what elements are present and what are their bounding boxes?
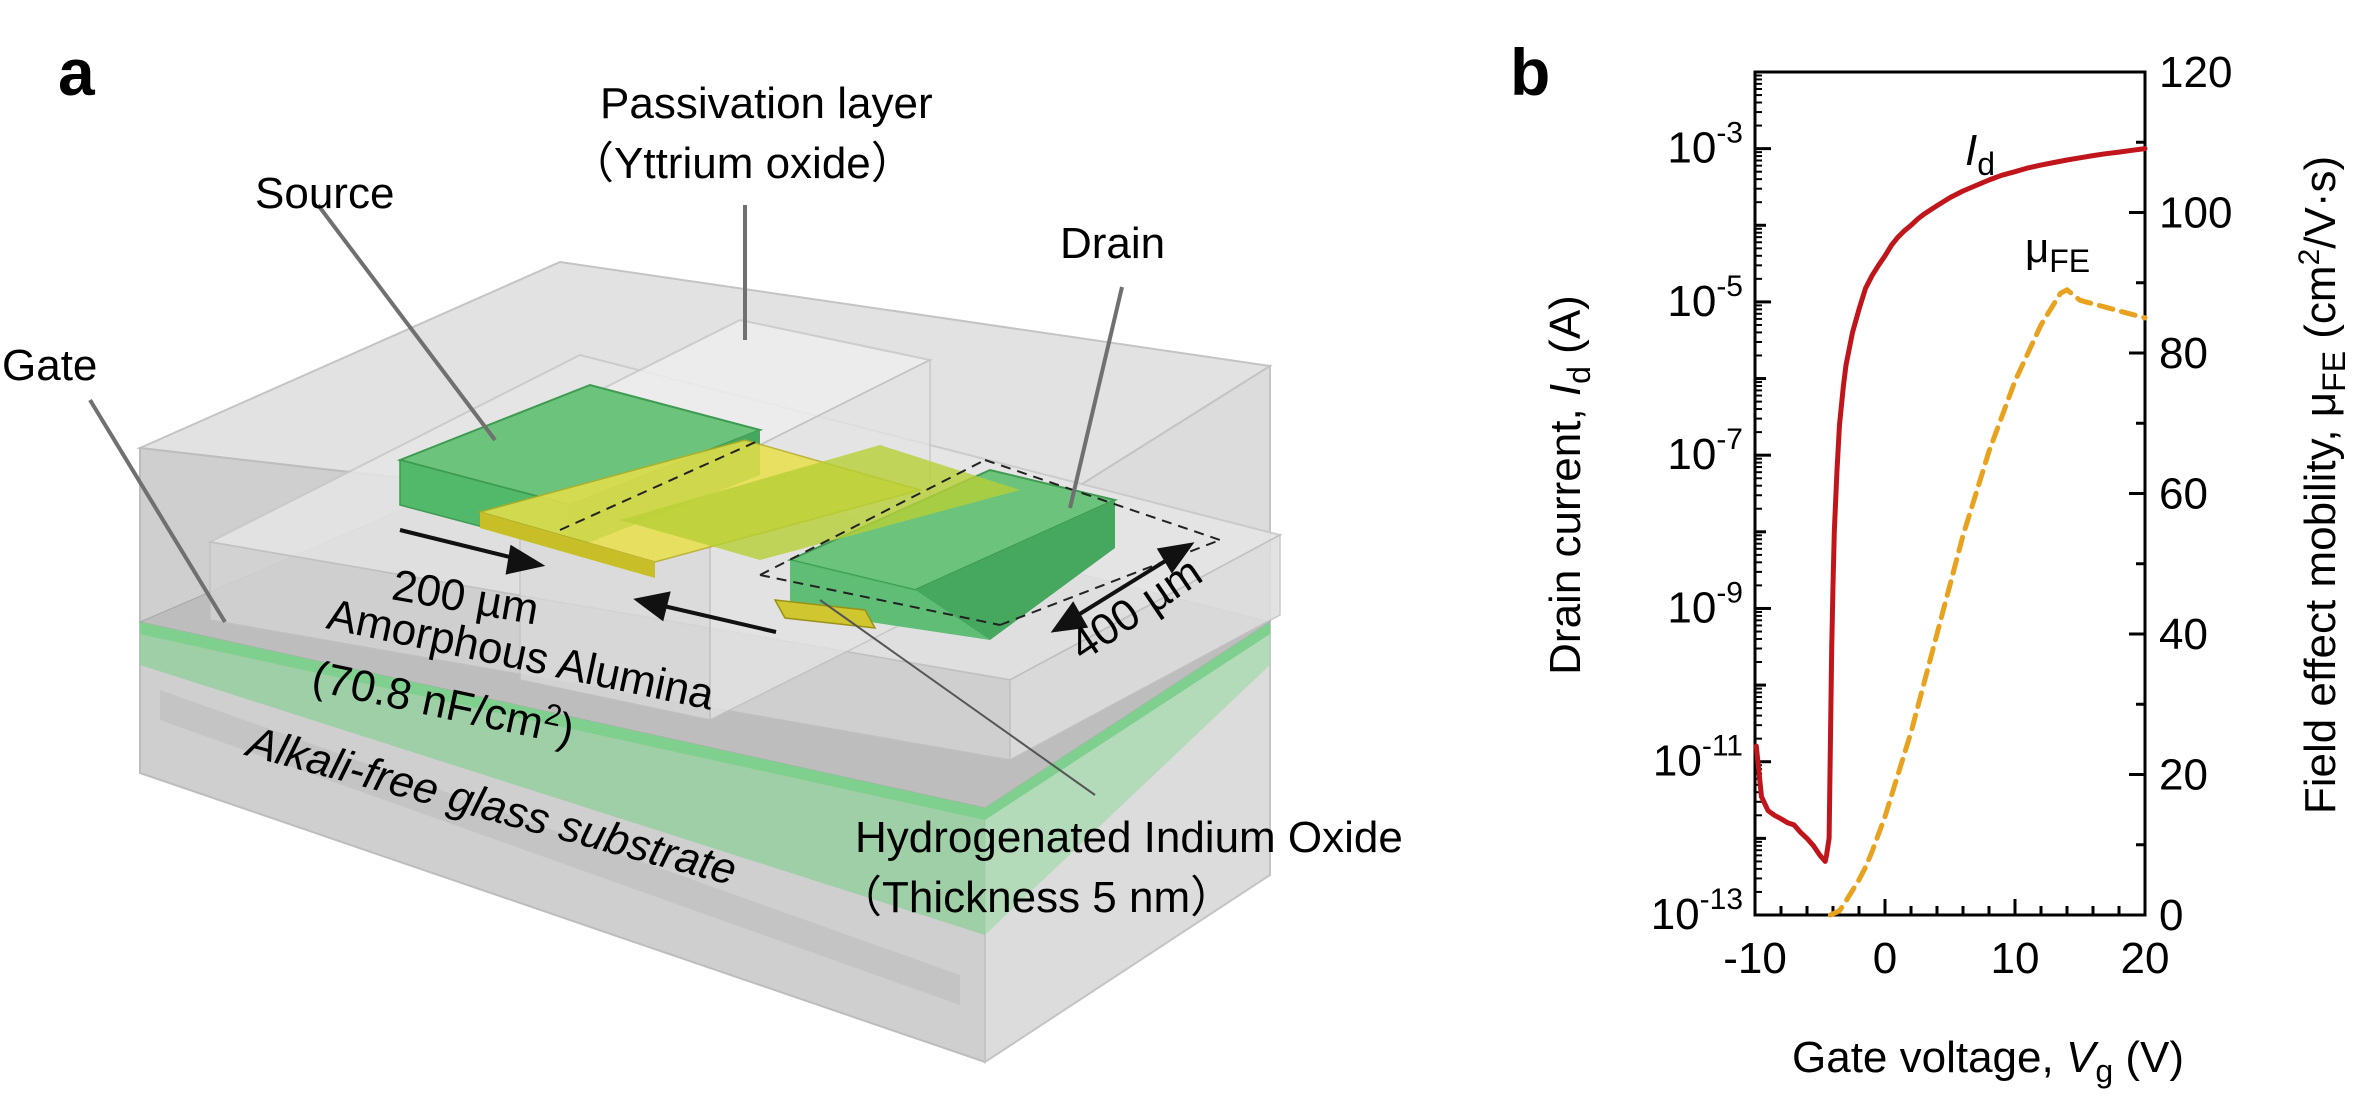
label-gate: Gate: [2, 341, 97, 390]
x-axis-label: Gate voltage, Vg (V): [1792, 1033, 2184, 1089]
y-right-tick-label: 0: [2159, 891, 2183, 940]
x-tick-label: 0: [1873, 934, 1897, 983]
series-mobility-line: [1827, 287, 2148, 918]
y-right-tick-label: 20: [2159, 751, 2208, 800]
y-left-tick-label: 10-11: [1653, 730, 1743, 786]
label-source: Source: [255, 169, 394, 218]
y-right-tick-label: 100: [2159, 189, 2232, 238]
label-drain: Drain: [1060, 219, 1165, 268]
y-left-tick-label: 10-13: [1651, 883, 1743, 939]
y-right-tick-label: 80: [2159, 329, 2208, 378]
panel-a-letter: a: [58, 35, 96, 109]
series-label-id: Id: [1965, 126, 1995, 182]
y-left-axis-label: Drain current, Id (A): [1541, 295, 1597, 675]
panel-b-letter: b: [1510, 35, 1550, 109]
y-left-axis-ticks: 10-13 10-11 10-9 10-7 10-5 10-3: [1651, 70, 1771, 939]
y-right-tick-label: 120: [2159, 48, 2232, 97]
x-tick-label: 20: [2121, 934, 2170, 983]
y-right-tick-label: 60: [2159, 470, 2208, 519]
x-tick-label: 10: [1991, 934, 2040, 983]
series-layer: [1753, 146, 2148, 918]
panel-a: a: [2, 35, 1403, 1064]
dashed-outlines: [559, 439, 1221, 626]
y-right-axis-label: Field effect mobility, μFE (cm2/V·s): [2293, 156, 2352, 814]
label-ito-line2: （Thickness 5 nm）: [838, 873, 1234, 922]
y-left-tick-label: 10-5: [1667, 270, 1743, 326]
y-right-axis-ticks: 0 20 40 60 80 100 120: [2129, 48, 2232, 940]
x-tick-label: -10: [1723, 934, 1787, 983]
x-axis-ticks: -10 0 10 20: [1723, 899, 2169, 983]
drain-electrode: [786, 468, 1119, 640]
dimension-arrows: [399, 528, 1195, 634]
label-ito-line1: Hydrogenated Indium Oxide: [855, 813, 1403, 862]
y-left-tick-label: 10-9: [1667, 576, 1743, 632]
label-passivation-line1: Passivation layer: [600, 79, 933, 128]
series-drain-current-line: [1753, 146, 2148, 864]
y-left-tick-label: 10-3: [1667, 117, 1743, 173]
ito-leader-line: [819, 599, 1096, 796]
y-left-tick-label: 10-7: [1667, 423, 1743, 479]
series-label-mufe: μFE: [2025, 224, 2090, 279]
y-right-tick-label: 40: [2159, 610, 2208, 659]
label-passivation-line2: （Yttrium oxide）: [570, 139, 915, 188]
leader-lines: [88, 203, 1124, 624]
